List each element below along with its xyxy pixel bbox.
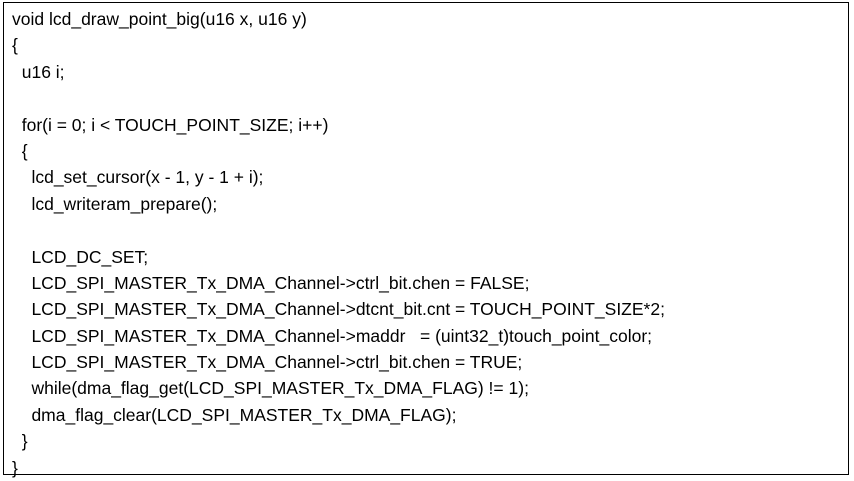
- code-line-close-brace: }: [12, 457, 18, 478]
- code-listing-box: void lcd_draw_point_big(u16 x, u16 y) { …: [3, 2, 849, 478]
- code-listing: void lcd_draw_point_big(u16 x, u16 y) { …: [12, 6, 665, 481]
- code-line-declaration: u16 i;: [12, 61, 65, 82]
- code-line-loop-close-brace: }: [12, 431, 28, 452]
- code-line-while-flag: while(dma_flag_get(LCD_SPI_MASTER_Tx_DMA…: [12, 378, 529, 399]
- code-line-dc-set: LCD_DC_SET;: [12, 246, 149, 267]
- code-line-open-brace: {: [12, 35, 18, 56]
- code-line-for-loop: for(i = 0; i < TOUCH_POINT_SIZE; i++): [12, 114, 329, 135]
- code-line-blank: [12, 217, 665, 243]
- code-line-set-cursor: lcd_set_cursor(x - 1, y - 1 + i);: [12, 167, 264, 188]
- code-line-maddr: LCD_SPI_MASTER_Tx_DMA_Channel->maddr = (…: [12, 325, 653, 346]
- code-line-chen-true: LCD_SPI_MASTER_Tx_DMA_Channel->ctrl_bit.…: [12, 352, 523, 373]
- code-line-function-signature: void lcd_draw_point_big(u16 x, u16 y): [12, 9, 307, 29]
- code-line-blank: [12, 85, 665, 111]
- code-line-chen-false: LCD_SPI_MASTER_Tx_DMA_Channel->ctrl_bit.…: [12, 272, 530, 293]
- code-line-loop-open-brace: {: [12, 140, 28, 161]
- code-line-dtcnt: LCD_SPI_MASTER_Tx_DMA_Channel->dtcnt_bit…: [12, 299, 665, 320]
- code-line-writeram-prepare: lcd_writeram_prepare();: [12, 193, 218, 214]
- code-line-flag-clear: dma_flag_clear(LCD_SPI_MASTER_Tx_DMA_FLA…: [12, 404, 457, 425]
